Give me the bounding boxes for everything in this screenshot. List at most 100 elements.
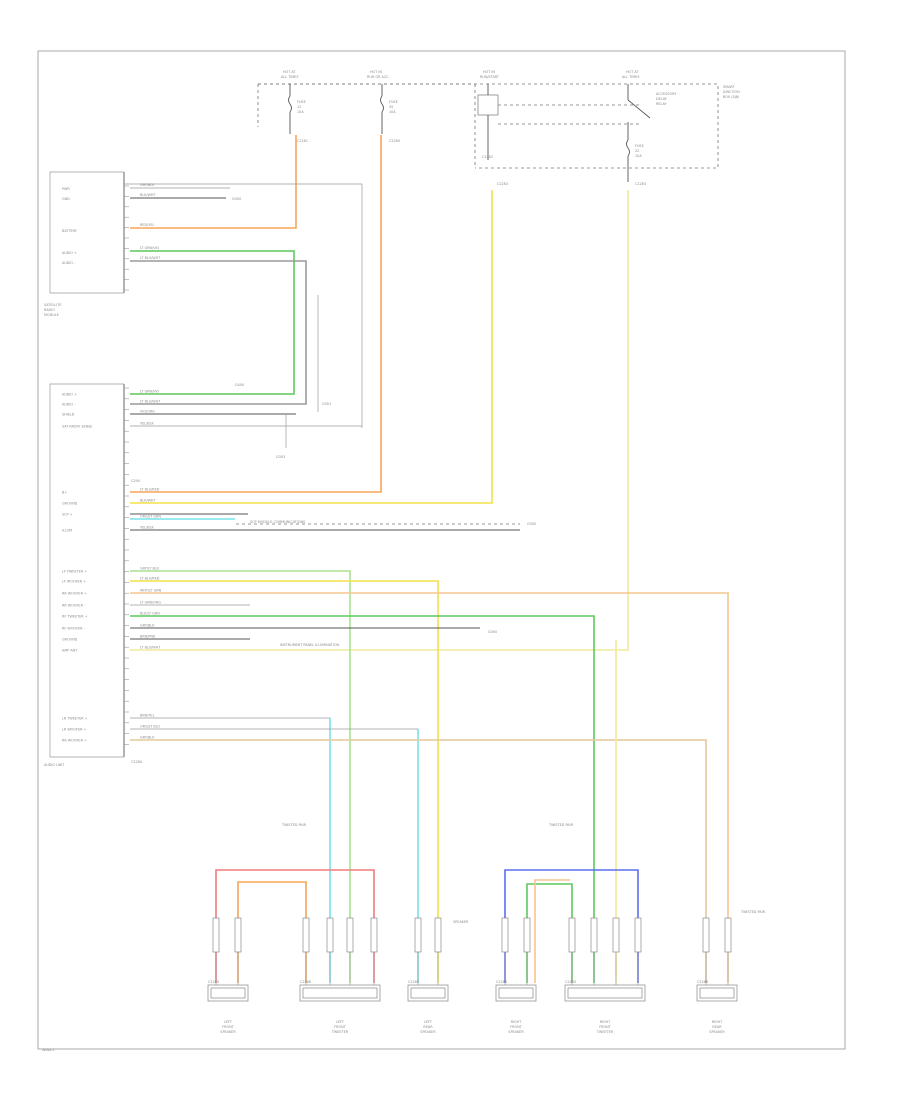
wire-lf-woofer (130, 580, 439, 983)
power-source-2: HOT IN RUN OR ACC (367, 70, 389, 79)
wire-color-label: GRY/LT BLU (140, 567, 160, 571)
speaker-pin (346, 917, 354, 953)
connector-code: C2285 (208, 980, 219, 984)
audio-pin-label: AUDIO + (62, 393, 77, 397)
speaker-label: LEFT (224, 1020, 233, 1024)
connector-code: C2283 (497, 182, 508, 186)
speaker-label: LEFT (336, 1020, 345, 1024)
speaker-pin (370, 917, 378, 953)
svg-text:HOT AT: HOT AT (283, 70, 296, 74)
audio-pin-label: LR TWEETER + (62, 717, 88, 721)
svg-text:ALL TIMES: ALL TIMES (622, 75, 639, 79)
speaker-pin (568, 917, 576, 953)
svg-text:FUSE: FUSE (389, 100, 398, 104)
wire-yellow-run (130, 190, 493, 504)
speaker-pin (634, 917, 642, 953)
scp-note: SCP MODULE COMMUNICATIONS (250, 520, 305, 524)
fuse-12: FUSE 12 15A C2281 (288, 84, 308, 143)
svg-text:TWISTED PAIR: TWISTED PAIR (281, 823, 307, 827)
connector-code: C2280 (389, 139, 400, 143)
wire-color-label: BRN/PNK (140, 635, 156, 639)
audio-pin-label: GROUND (62, 502, 78, 506)
svg-text:RUN/START: RUN/START (480, 75, 500, 79)
svg-text:HOT AT: HOT AT (626, 70, 639, 74)
speaker-label: SPEAKER (220, 1030, 236, 1034)
audio-pin-label: SCP + (62, 513, 73, 517)
wire-color-label: LT BLU/WHT (140, 256, 161, 260)
wire-color-label: GRY/BLK (140, 736, 155, 740)
speaker-label: RIGHT (600, 1020, 612, 1024)
speaker-pin (434, 917, 442, 953)
wire-color-label: ORG/LT BLU (140, 725, 160, 729)
wire-color-label: LT BLU/RED (140, 577, 160, 581)
wire-orange-bplus (130, 135, 382, 493)
svg-text:10A: 10A (389, 110, 396, 114)
wire-color-label: BRN/YEL (140, 714, 155, 718)
svg-text:RUN OR ACC: RUN OR ACC (367, 75, 389, 79)
audio-pin-label: AMP ANT (62, 649, 78, 653)
wire-orange-battery (130, 135, 297, 229)
connector-code: C2286 (697, 980, 708, 984)
wire-color-label: LT BLU/WHT (140, 646, 161, 650)
wire-green-audio-plus (130, 250, 295, 395)
diagram-border (37, 50, 846, 1050)
speaker-pin (702, 917, 710, 953)
power-source-3: HOT IN RUN/START (480, 70, 500, 79)
speaker-label: TWEETER (596, 1030, 614, 1034)
connector-code: C2285 (408, 980, 419, 984)
audio-pin-label: LR WOOFER + (62, 728, 87, 732)
audio-pin-label: SHIELD (62, 413, 75, 417)
svg-text:AUDIO UNIT: AUDIO UNIT (44, 763, 65, 767)
wire-green-loop (526, 883, 573, 983)
wire-color-label: WHT/LT GRN (140, 589, 162, 593)
wire-color-label: BLK/WHT (140, 499, 156, 503)
svg-text:ALL TIMES: ALL TIMES (281, 75, 298, 79)
power-source-1: HOT AT ALL TIMES (281, 70, 298, 79)
svg-text:G300: G300 (488, 630, 497, 634)
svg-text:MODULE: MODULE (44, 313, 59, 317)
speaker-label: RIGHT (511, 1020, 523, 1024)
speaker-label: TWEETER (331, 1030, 349, 1034)
sat-pin-audio-plus: AUDIO + (62, 251, 77, 255)
speaker-pin (590, 917, 598, 953)
svg-text:SATELLITE: SATELLITE (44, 303, 61, 307)
wire-rr-woofer (130, 739, 707, 983)
speaker-label: REAR (712, 1025, 722, 1029)
wire-color-label: LT BLU/WHT (140, 400, 161, 404)
audio-pin-label: ILLUM (62, 529, 72, 533)
wire-color-label: BLK/LT GRN (140, 612, 160, 616)
sjb-label-2: JUNCTION (722, 90, 740, 94)
wire-gray-audio-minus (130, 260, 307, 405)
wire-lr-tweeter (130, 717, 331, 983)
connector-code: C2286 (300, 980, 311, 984)
sjb-label-1: SMART (723, 85, 736, 89)
connector-code: C2284 (131, 760, 142, 764)
illum-note: INSTRUMENT PANEL ILLUMINATION (280, 643, 339, 647)
svg-text:22: 22 (635, 149, 639, 153)
wire-rr-woofer-plus (130, 592, 729, 983)
speaker-label: RIGHT (712, 1020, 724, 1024)
wire-lightyellow-amp (130, 190, 629, 651)
connector-code: C2283 (635, 182, 646, 186)
wire-color-label: LT GRN/VIO (140, 390, 160, 394)
speaker-label: FRONT (222, 1025, 235, 1029)
wire-color-label: LT BLU/RED (140, 488, 160, 492)
audio-pin-label: RR WOOFER + (62, 739, 87, 743)
connector-code: C2281 (297, 139, 308, 143)
svg-text:10A: 10A (635, 154, 642, 158)
speaker-pin (302, 917, 310, 953)
audio-pin-label: SAT RADIO SENSE (62, 425, 92, 429)
wire-color-label: LT GRN/ORG (140, 601, 161, 605)
wire-color-label: BLK/WHT (140, 193, 156, 197)
audio-pin-label: RR WOOFER - (62, 604, 86, 608)
svg-text:HOT IN: HOT IN (483, 70, 495, 74)
speaker-label: REAR (423, 1025, 433, 1029)
speaker-label: LEFT (424, 1020, 433, 1024)
svg-text:TWISTED PAIR: TWISTED PAIR (548, 823, 574, 827)
